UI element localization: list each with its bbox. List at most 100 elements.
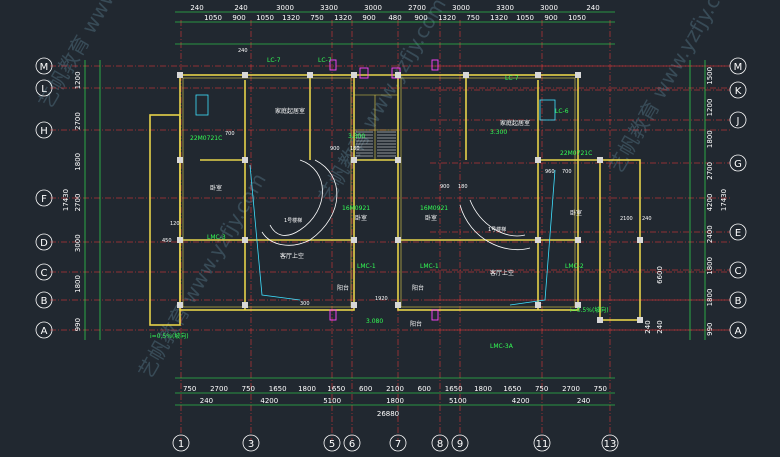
svg-text:180: 180 — [458, 184, 468, 190]
dimension-value: 4200 — [260, 397, 278, 405]
dimension-value: 3000 — [540, 4, 558, 12]
svg-text:3.300: 3.300 — [348, 133, 365, 140]
axis-label: 6 — [349, 439, 355, 450]
column-post — [242, 157, 248, 163]
watermark: 艺帆教育 www.yzfjy.com 艺帆教育 www.yzfjy.com 艺帆… — [34, 0, 741, 383]
svg-text:240: 240 — [642, 216, 652, 222]
dimension-value: 1200 — [74, 71, 82, 89]
svg-text:22M0721C: 22M0721C — [560, 150, 592, 157]
dimension-value: 3300 — [320, 4, 338, 12]
column-post — [535, 237, 541, 243]
dimension-value: 1800 — [706, 257, 714, 275]
dimension-value: 3300 — [496, 4, 514, 12]
svg-text:卧室: 卧室 — [570, 209, 582, 217]
svg-text:卧室: 卧室 — [355, 214, 367, 222]
dimension-value: 2700 — [210, 385, 228, 393]
dimension-value: 1800 — [706, 289, 714, 307]
annotation-tags: 22M0721C 22M0721C LC-7 LC-7 LC-7 LC-6 LM… — [150, 48, 652, 350]
axis-bubble — [172, 434, 190, 452]
axis-bubble — [729, 111, 747, 129]
column-post — [535, 157, 541, 163]
stair-treads — [356, 131, 396, 157]
axis-label: B — [735, 296, 742, 307]
axis-label: G — [734, 159, 742, 170]
svg-text:240: 240 — [238, 48, 248, 54]
column-post — [242, 302, 248, 308]
axis-label: H — [40, 126, 48, 137]
column-post — [575, 302, 581, 308]
svg-text:16M0921: 16M0921 — [420, 205, 448, 212]
column-post — [395, 237, 401, 243]
dimension-value: 2700 — [74, 112, 82, 130]
dimension-value: 1050 — [204, 14, 222, 22]
dimension-value: 2100 — [386, 385, 404, 393]
column-post — [177, 237, 183, 243]
column-post — [177, 302, 183, 308]
svg-text:LC-7: LC-7 — [505, 75, 519, 82]
svg-text:卧室: 卧室 — [210, 184, 222, 192]
column-post — [242, 72, 248, 78]
axis-label: 8 — [437, 439, 443, 450]
svg-text:LMC-3A: LMC-3A — [490, 343, 514, 350]
axis-bubble — [729, 154, 747, 172]
svg-text:阳台: 阳台 — [412, 284, 424, 292]
axis-label: C — [41, 268, 48, 279]
svg-text:LC-7: LC-7 — [318, 57, 332, 64]
axis-label: E — [735, 228, 741, 239]
svg-text:LC-7: LC-7 — [267, 57, 281, 64]
column-post — [351, 237, 357, 243]
axis-bubble — [35, 263, 53, 281]
svg-text:300: 300 — [300, 301, 310, 307]
svg-text:阳台: 阳台 — [410, 320, 422, 328]
axis-label: B — [41, 296, 48, 307]
axis-bubble — [35, 57, 53, 75]
column-post — [463, 72, 469, 78]
dimension-value: 900 — [414, 14, 427, 22]
axis-bubble — [431, 434, 449, 452]
svg-text:客厅上空: 客厅上空 — [490, 269, 514, 277]
axis-bubble — [35, 121, 53, 139]
void-outline — [195, 94, 556, 306]
axis-label: F — [41, 194, 47, 205]
dimension-value: 990 — [706, 322, 714, 335]
svg-text:家庭起居室: 家庭起居室 — [500, 119, 530, 127]
svg-text:120: 120 — [170, 221, 180, 227]
dimension-value: 2700 — [562, 385, 580, 393]
axis-label: 13 — [604, 439, 617, 450]
dimension-value: 240 — [234, 4, 247, 12]
axis-label: 7 — [395, 439, 401, 450]
svg-text:卧室: 卧室 — [425, 214, 437, 222]
dimension-value: 5100 — [323, 397, 341, 405]
axis-bubble — [729, 81, 747, 99]
svg-text:艺帆教育 www.yzfjy.com: 艺帆教育 www.yzfjy.com — [134, 169, 271, 383]
svg-text:2100: 2100 — [620, 216, 633, 222]
axis-label: M — [40, 62, 49, 73]
dimension-value: 240 — [200, 397, 213, 405]
axis-label: A — [735, 326, 742, 337]
axis-bubble — [729, 321, 747, 339]
svg-text:客厅上空: 客厅上空 — [280, 252, 304, 260]
dimension-lines — [84, 11, 706, 406]
dimension-value: 3000 — [276, 4, 294, 12]
dimension-value: 600 — [359, 385, 372, 393]
dimension-value: 3000 — [452, 4, 470, 12]
svg-text:3.080: 3.080 — [366, 318, 383, 325]
column-post — [351, 157, 357, 163]
dimension-value: 240 — [577, 397, 590, 405]
dimension-value: 3000 — [364, 4, 382, 12]
column-post — [177, 157, 183, 163]
axis-bubble — [729, 291, 747, 309]
dimension-value: 2700 — [408, 4, 426, 12]
svg-text:LMC-2: LMC-2 — [565, 263, 584, 270]
column-post — [395, 72, 401, 78]
dimension-value: 1650 — [503, 385, 521, 393]
axis-bubble — [35, 79, 53, 97]
column-post — [351, 302, 357, 308]
svg-text:22M0721C: 22M0721C — [190, 135, 222, 142]
